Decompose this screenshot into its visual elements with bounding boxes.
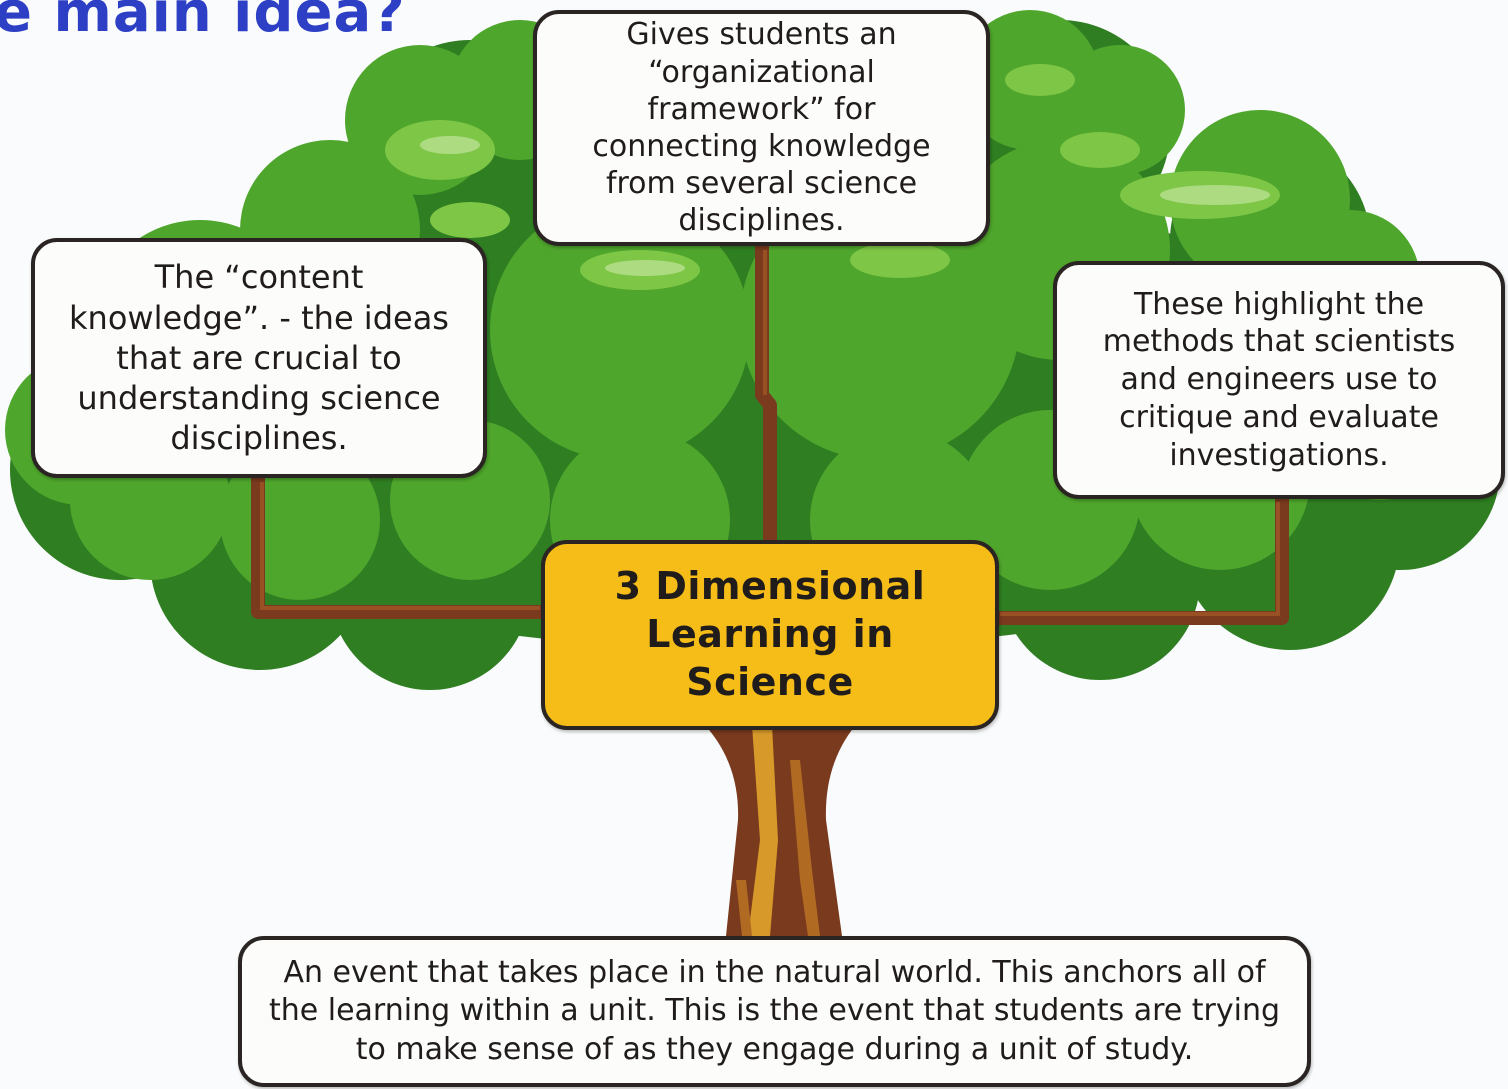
- phenomenon-text: An event that takes place in the natural…: [268, 955, 1281, 1067]
- practices-text: These highlight the methods that scienti…: [1102, 286, 1456, 473]
- tree-trunk: [700, 720, 860, 936]
- phenomenon-box: An event that takes place in the natural…: [238, 936, 1311, 1087]
- content-knowledge-text: The “content knowledge”. - the ideas tha…: [69, 258, 449, 458]
- branch-connectors: [251, 246, 1289, 625]
- center-title-text: 3 Dimensional Learning in Science: [614, 564, 926, 704]
- framework-description-box: Gives students an “organizational framew…: [533, 10, 990, 246]
- branch-top: [755, 246, 777, 545]
- branch-left: [251, 478, 545, 619]
- page-heading: e main idea?: [0, 0, 406, 45]
- content-knowledge-box: The “content knowledge”. - the ideas tha…: [31, 238, 487, 478]
- center-title-box: 3 Dimensional Learning in Science: [541, 540, 999, 730]
- framework-description-text: Gives students an “organizational framew…: [592, 17, 931, 239]
- practices-box: These highlight the methods that scienti…: [1053, 261, 1505, 499]
- branch-right: [995, 498, 1289, 625]
